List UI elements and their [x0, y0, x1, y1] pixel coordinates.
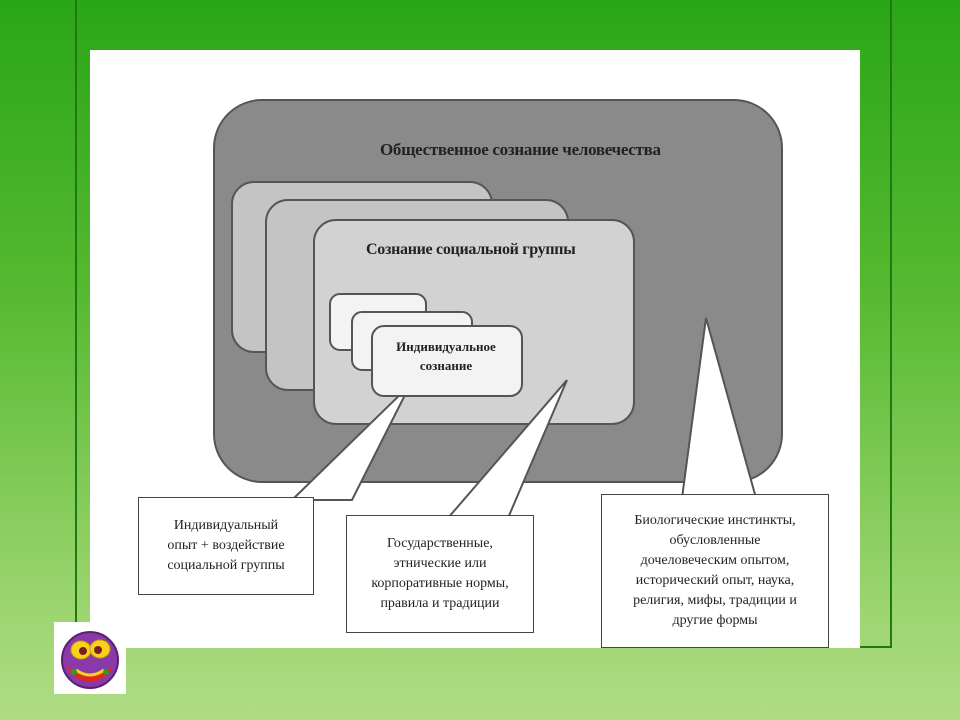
- smiley-face-icon: [54, 622, 126, 694]
- frame-line-right: [890, 0, 892, 648]
- frame-line-left: [75, 0, 77, 648]
- pointer-individual: [289, 384, 411, 501]
- callout-individual-text: Индивидуальный опыт + воздействие социал…: [167, 518, 285, 573]
- group-consciousness-title: Сознание социальной группы: [366, 241, 576, 258]
- individual-consciousness-title: Индивидуальное сознание: [396, 339, 496, 373]
- callout-group: Государственные, этнические или корпорат…: [346, 515, 534, 633]
- callout-group-text: Государственные, этнические или корпорат…: [371, 536, 509, 611]
- callout-outer: Биологические инстинкты, обусловленные д…: [601, 494, 829, 648]
- callout-individual: Индивидуальный опыт + воздействие социал…: [138, 497, 314, 595]
- outer-consciousness-title: Общественное сознание человечества: [380, 140, 661, 159]
- callout-outer-text: Биологические инстинкты, обусловленные д…: [633, 513, 797, 628]
- individual-box-front: [371, 325, 523, 397]
